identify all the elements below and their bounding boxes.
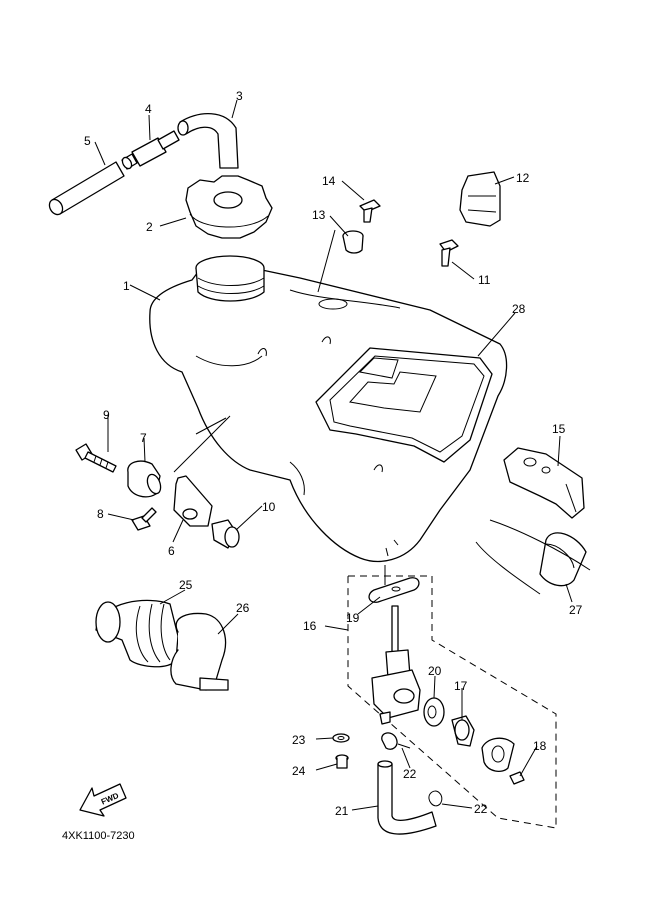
callout-15: 15	[552, 422, 566, 436]
callout-27: 27	[569, 603, 583, 617]
forward-arrow-icon: FWD	[79, 783, 127, 817]
callout-16: 16	[303, 619, 317, 633]
part-13-damper	[342, 230, 364, 254]
callout-6: 6	[168, 544, 175, 558]
callout-1: 1	[123, 279, 130, 293]
part-5-vent-hose	[48, 161, 125, 216]
callout-8: 8	[97, 507, 104, 521]
callout-17: 17	[454, 679, 468, 693]
part-19-gasket	[368, 577, 420, 603]
callout-14: 14	[322, 174, 336, 188]
callout-9: 9	[103, 408, 110, 422]
callout-11: 11	[478, 273, 491, 287]
part-11-bolt	[439, 239, 459, 267]
part-7-collar	[127, 460, 162, 498]
callout-24: 24	[292, 764, 306, 778]
callout-2: 2	[146, 220, 153, 234]
part-28-tank-graphic	[315, 347, 493, 463]
part-2-fuel-cap	[185, 175, 273, 239]
callout-4: 4	[145, 102, 152, 116]
callout-13: 13	[312, 208, 326, 222]
part-24-screw	[335, 754, 349, 769]
callout-23: 23	[292, 733, 306, 747]
callout-20: 20	[428, 664, 442, 678]
part-8-bolt	[131, 507, 157, 531]
callout-19: 19	[346, 611, 360, 625]
part-26-band	[170, 612, 229, 691]
callout-10: 10	[262, 500, 276, 514]
part-14-screw	[359, 199, 381, 223]
part-18-screw	[509, 771, 525, 785]
part-17-lever	[451, 715, 475, 747]
part-22-clip-upper	[381, 732, 411, 750]
callout-28: 28	[512, 302, 526, 316]
callout-12: 12	[516, 171, 530, 185]
part-25-boot	[95, 599, 179, 668]
callout-26: 26	[236, 601, 250, 615]
part-9-bolt	[75, 443, 117, 473]
part-10-collar	[211, 519, 240, 549]
callout-3: 3	[236, 89, 243, 103]
part-4-breather-valve	[121, 130, 180, 170]
part-12-clip	[459, 171, 501, 227]
callout-21: 21	[335, 804, 349, 818]
callout-5: 5	[84, 134, 91, 148]
part-15-clamp	[503, 447, 585, 519]
diagram-code: 4XK1100-7230	[62, 830, 135, 842]
part-27-cushion	[539, 532, 587, 587]
callout-25: 25	[179, 578, 193, 592]
callout-labels: 1 2 3 4 5 6 7 8 9 10 11 12 13 14 15 16 1…	[84, 89, 583, 818]
part-20-seal	[423, 697, 445, 727]
callout-18: 18	[533, 739, 547, 753]
part-6-bracket	[173, 415, 231, 527]
part-23-washer	[332, 733, 350, 743]
part-3-bent-hose	[177, 112, 239, 169]
fuel-cock-assembly-outline	[347, 575, 557, 829]
callout-22-lower: 22	[474, 802, 488, 816]
part-21-fuel-hose	[377, 760, 437, 835]
part-22-clip-lower	[428, 790, 443, 807]
callout-22-upper: 22	[403, 767, 417, 781]
leader-lines	[94, 99, 573, 811]
callout-7: 7	[140, 431, 147, 445]
part-18-plate	[481, 737, 515, 773]
part-16-fuel-cock	[371, 605, 421, 725]
